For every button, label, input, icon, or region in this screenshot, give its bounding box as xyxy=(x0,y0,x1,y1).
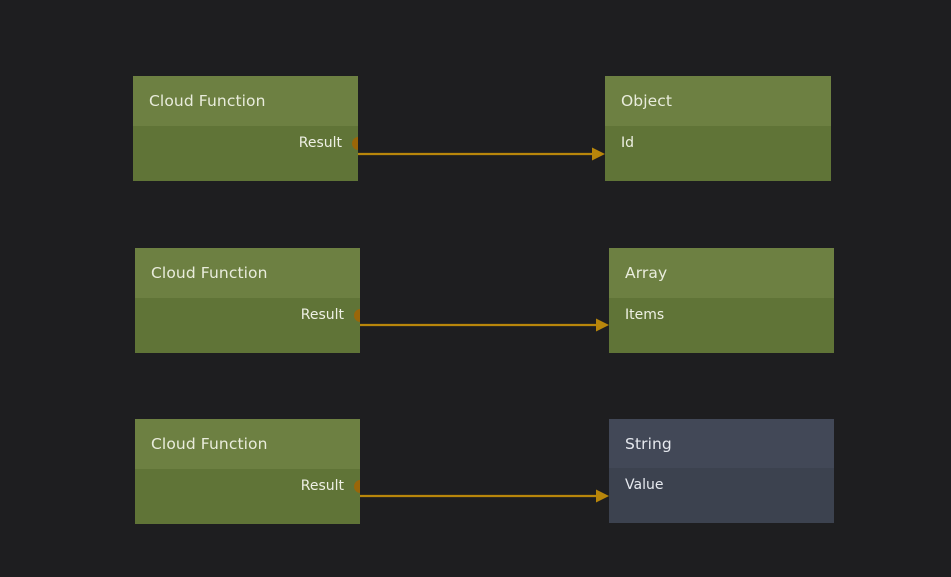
node-title: String xyxy=(609,419,834,468)
connection-edge[interactable] xyxy=(360,318,609,332)
output-port-dot-icon[interactable] xyxy=(353,308,360,322)
output-port-row[interactable]: Result xyxy=(135,469,360,503)
input-port-row[interactable]: Value xyxy=(609,468,834,502)
node-body-filler xyxy=(135,503,360,524)
edge-arrowhead-icon xyxy=(596,318,609,332)
edge-arrowhead-icon xyxy=(596,489,609,503)
port-label: Result xyxy=(298,135,342,151)
node-body-filler xyxy=(609,502,834,523)
node-title: Cloud Function xyxy=(135,419,360,469)
port-label: Value xyxy=(625,477,664,493)
output-port-row[interactable]: Result xyxy=(135,298,360,332)
node-title: Cloud Function xyxy=(133,76,358,126)
node-body-filler xyxy=(133,160,358,181)
port-label: Id xyxy=(621,135,635,151)
connection-edge[interactable] xyxy=(360,489,609,503)
output-port-dot-icon[interactable] xyxy=(353,479,360,493)
node-title: Object xyxy=(605,76,831,126)
connection-edge[interactable] xyxy=(358,147,605,161)
node-body-filler xyxy=(609,332,834,353)
input-port-row[interactable]: Id xyxy=(605,126,831,160)
input-port-row[interactable]: Items xyxy=(609,298,834,332)
node-body-filler xyxy=(135,332,360,353)
port-label: Result xyxy=(300,307,344,323)
port-label: Result xyxy=(300,478,344,494)
node-title: Cloud Function xyxy=(135,248,360,298)
port-label: Items xyxy=(625,307,665,323)
output-port-row[interactable]: Result xyxy=(133,126,358,160)
edge-arrowhead-icon xyxy=(592,147,605,161)
node-body-filler xyxy=(605,160,831,181)
output-port-dot-icon[interactable] xyxy=(351,136,358,150)
node-title: Array xyxy=(609,248,834,298)
